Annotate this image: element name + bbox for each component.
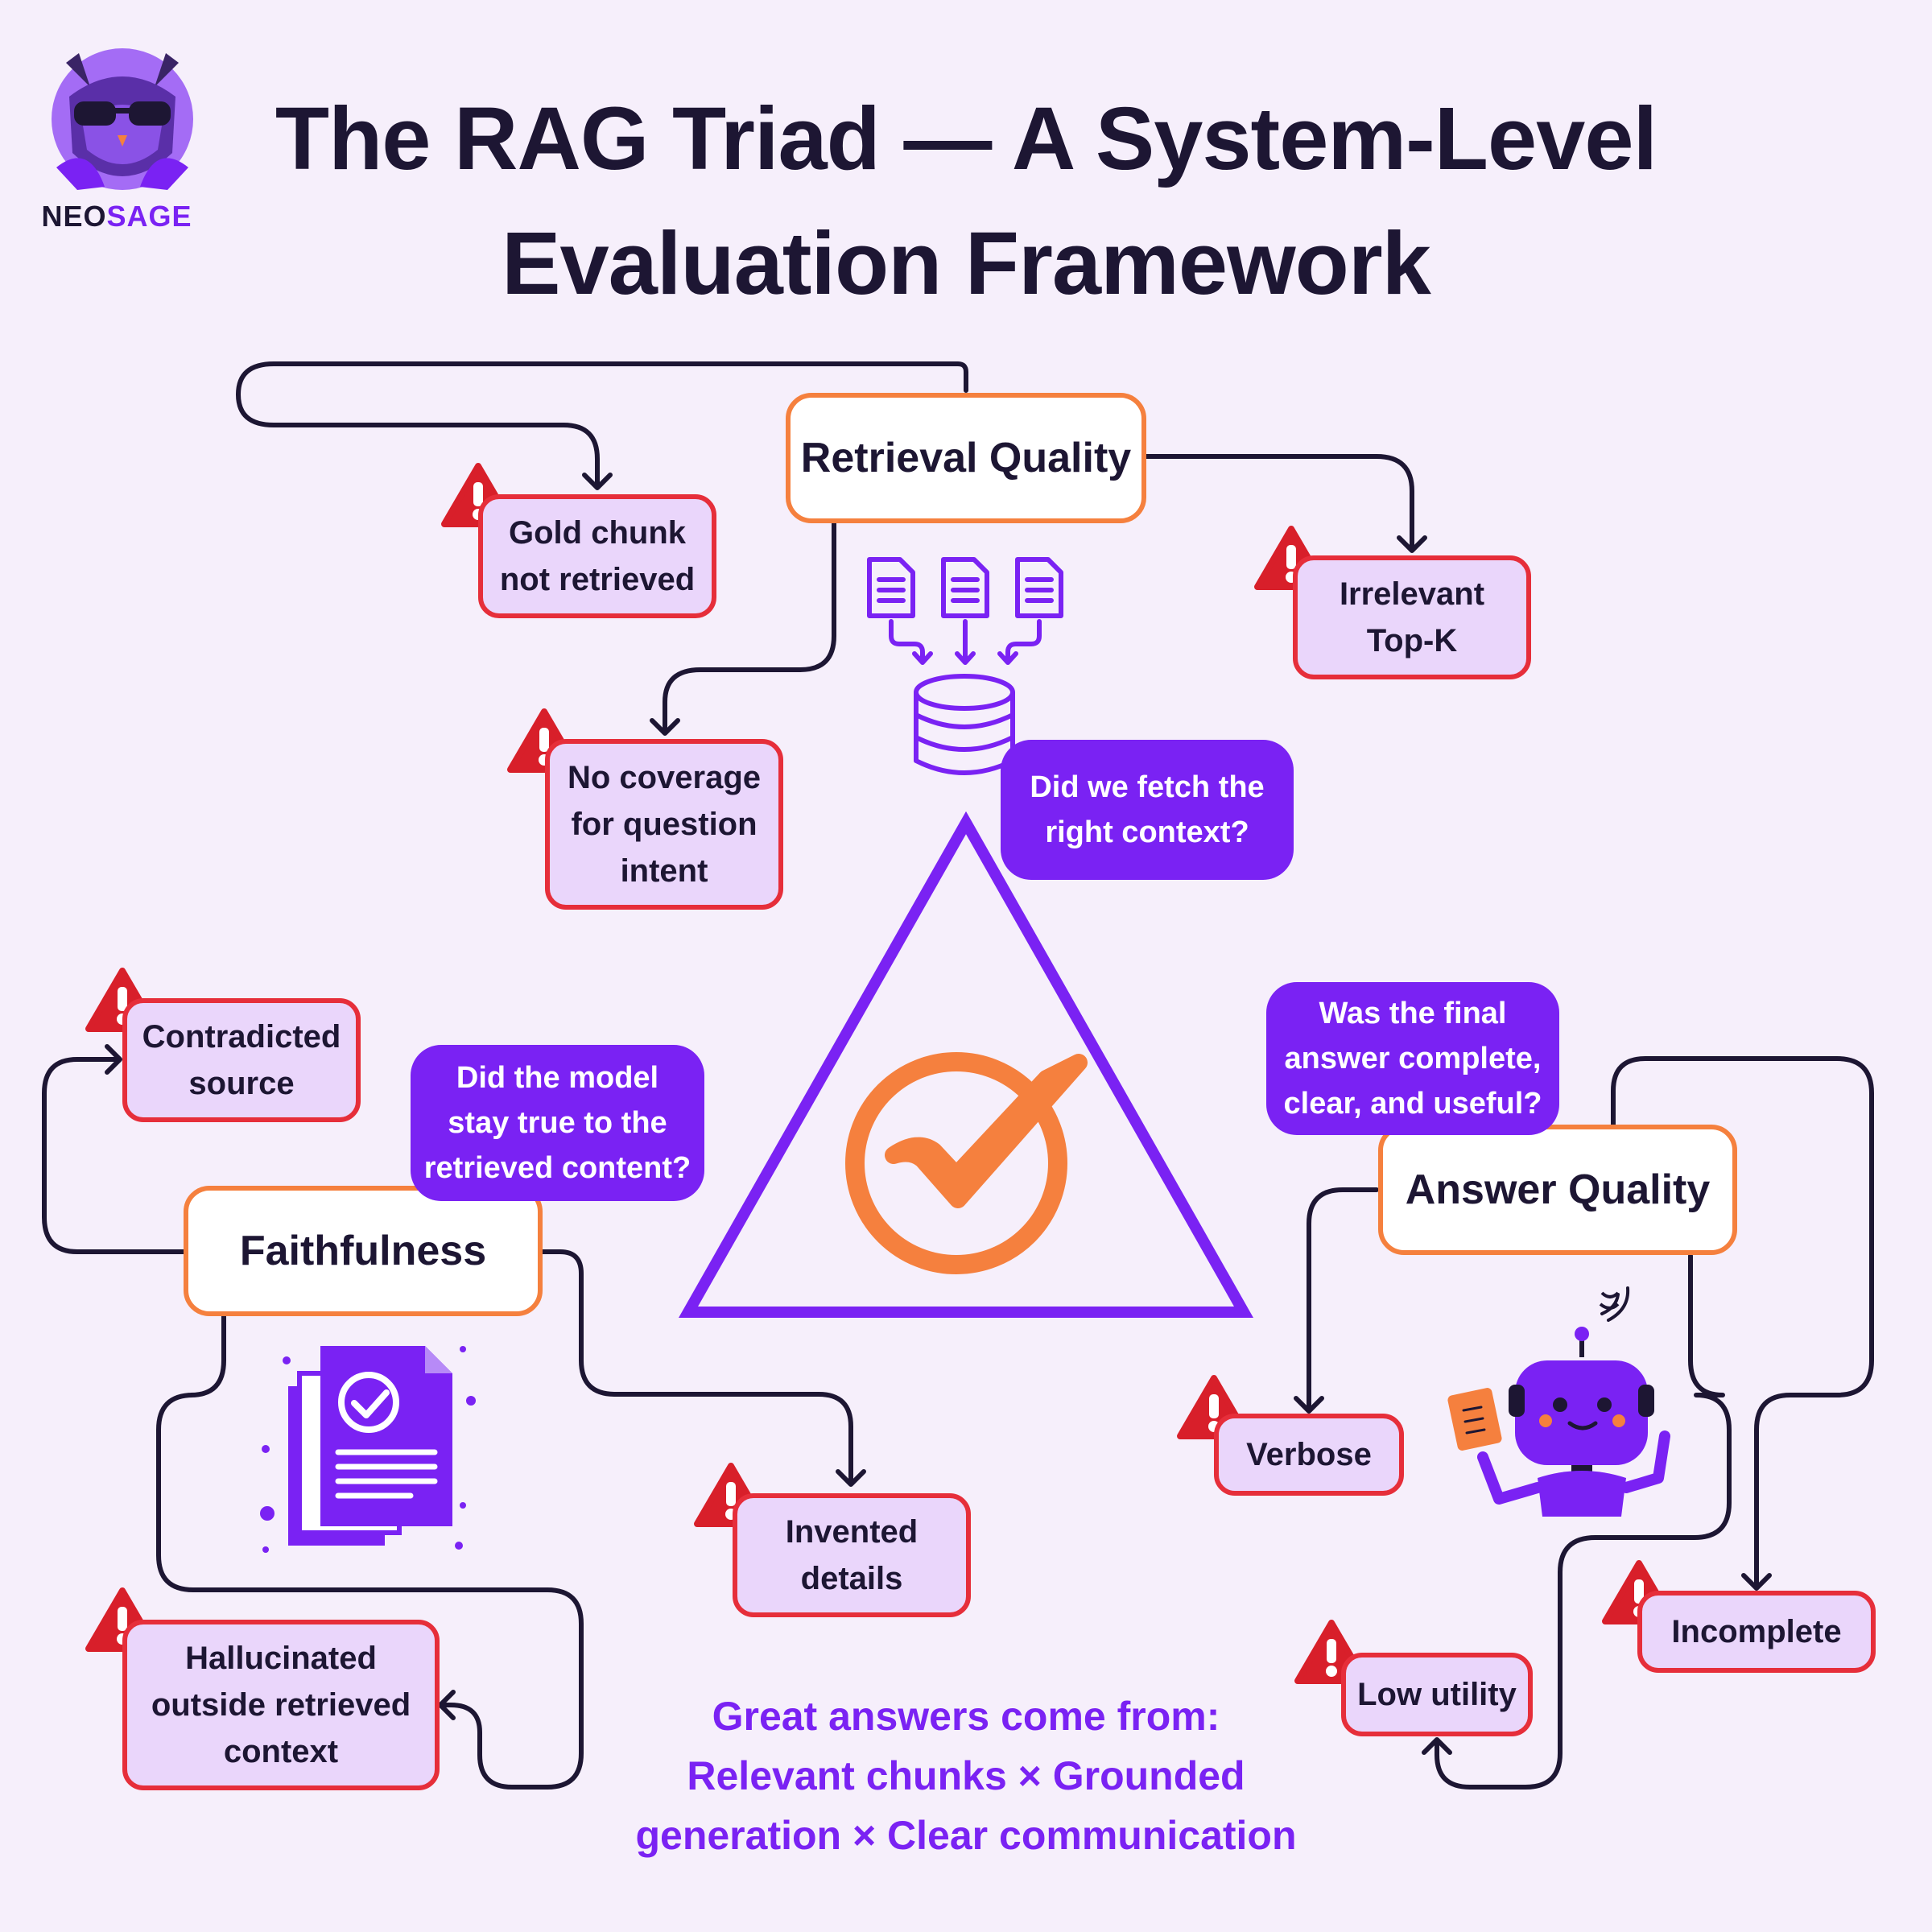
title-line-1: The RAG Triad — A System-Level [275, 89, 1657, 188]
robot-icon [1447, 1286, 1670, 1517]
failure-contradicted-source: Contradicted source [122, 998, 361, 1122]
retrieval-quality-box: Retrieval Quality [786, 393, 1146, 523]
brand-wordmark: NEOSAGE [36, 200, 197, 233]
wire-answer-verbose [1307, 1187, 1379, 1413]
failure-incomplete: Incomplete [1637, 1591, 1876, 1673]
verified-document-icon [260, 1346, 476, 1553]
wire-answer-low-utility [1435, 1253, 1732, 1790]
answer-quality-box: Answer Quality [1378, 1125, 1737, 1255]
wire-faithfulness-invented [539, 1249, 853, 1486]
failure-verbose: Verbose [1214, 1414, 1404, 1496]
failure-hallucinated: Hallucinated outside retrieved context [122, 1620, 440, 1790]
failure-low-utility: Low utility [1341, 1653, 1533, 1736]
documents-to-database-icon [867, 557, 1063, 775]
failure-irrelevant-topk: Irrelevant Top-K [1293, 555, 1531, 679]
checkmark-triangle-icon [678, 811, 1254, 1318]
brand-name-part1: NEO [41, 200, 107, 233]
database-icon [914, 674, 1015, 775]
faithfulness-box: Faithfulness [184, 1186, 543, 1316]
title-line-2: Evaluation Framework [502, 214, 1431, 313]
footer-line-1: Great answers come from: [712, 1694, 1220, 1739]
footer-line-2: Relevant chunks × Grounded [687, 1753, 1245, 1798]
wire-retrieval-no-coverage [663, 521, 836, 735]
faithfulness-question-bubble: Did the model stay true to the retrieved… [411, 1045, 704, 1201]
document-icon-2 [941, 557, 989, 618]
document-icon-3 [1015, 557, 1063, 618]
wire-faithfulness-contradicted [42, 1057, 186, 1254]
failure-invented-details: Invented details [733, 1493, 971, 1617]
failure-gold-chunk: Gold chunk not retrieved [478, 494, 716, 618]
wire-retrieval-gold-chunk [236, 361, 968, 489]
document-icon-1 [867, 557, 915, 618]
wire-answer-incomplete [1611, 1056, 1874, 1590]
answer-question-bubble: Was the final answer complete, clear, an… [1266, 982, 1559, 1135]
retrieval-question-bubble: Did we fetch the right context? [1001, 740, 1294, 880]
brand-name-part2: SAGE [106, 200, 192, 233]
footer-line-3: generation × Clear communication [635, 1813, 1297, 1858]
page-title: The RAG Triad — A System-Level Evaluatio… [242, 76, 1690, 326]
footer-summary: Great answers come from: Relevant chunks… [564, 1686, 1368, 1865]
wire-faithfulness-hallucinated [156, 1311, 584, 1790]
owl-sunglasses-icon [52, 48, 193, 190]
failure-no-coverage: No coverage for question intent [545, 739, 783, 910]
wire-retrieval-irrelevant [1144, 454, 1414, 552]
